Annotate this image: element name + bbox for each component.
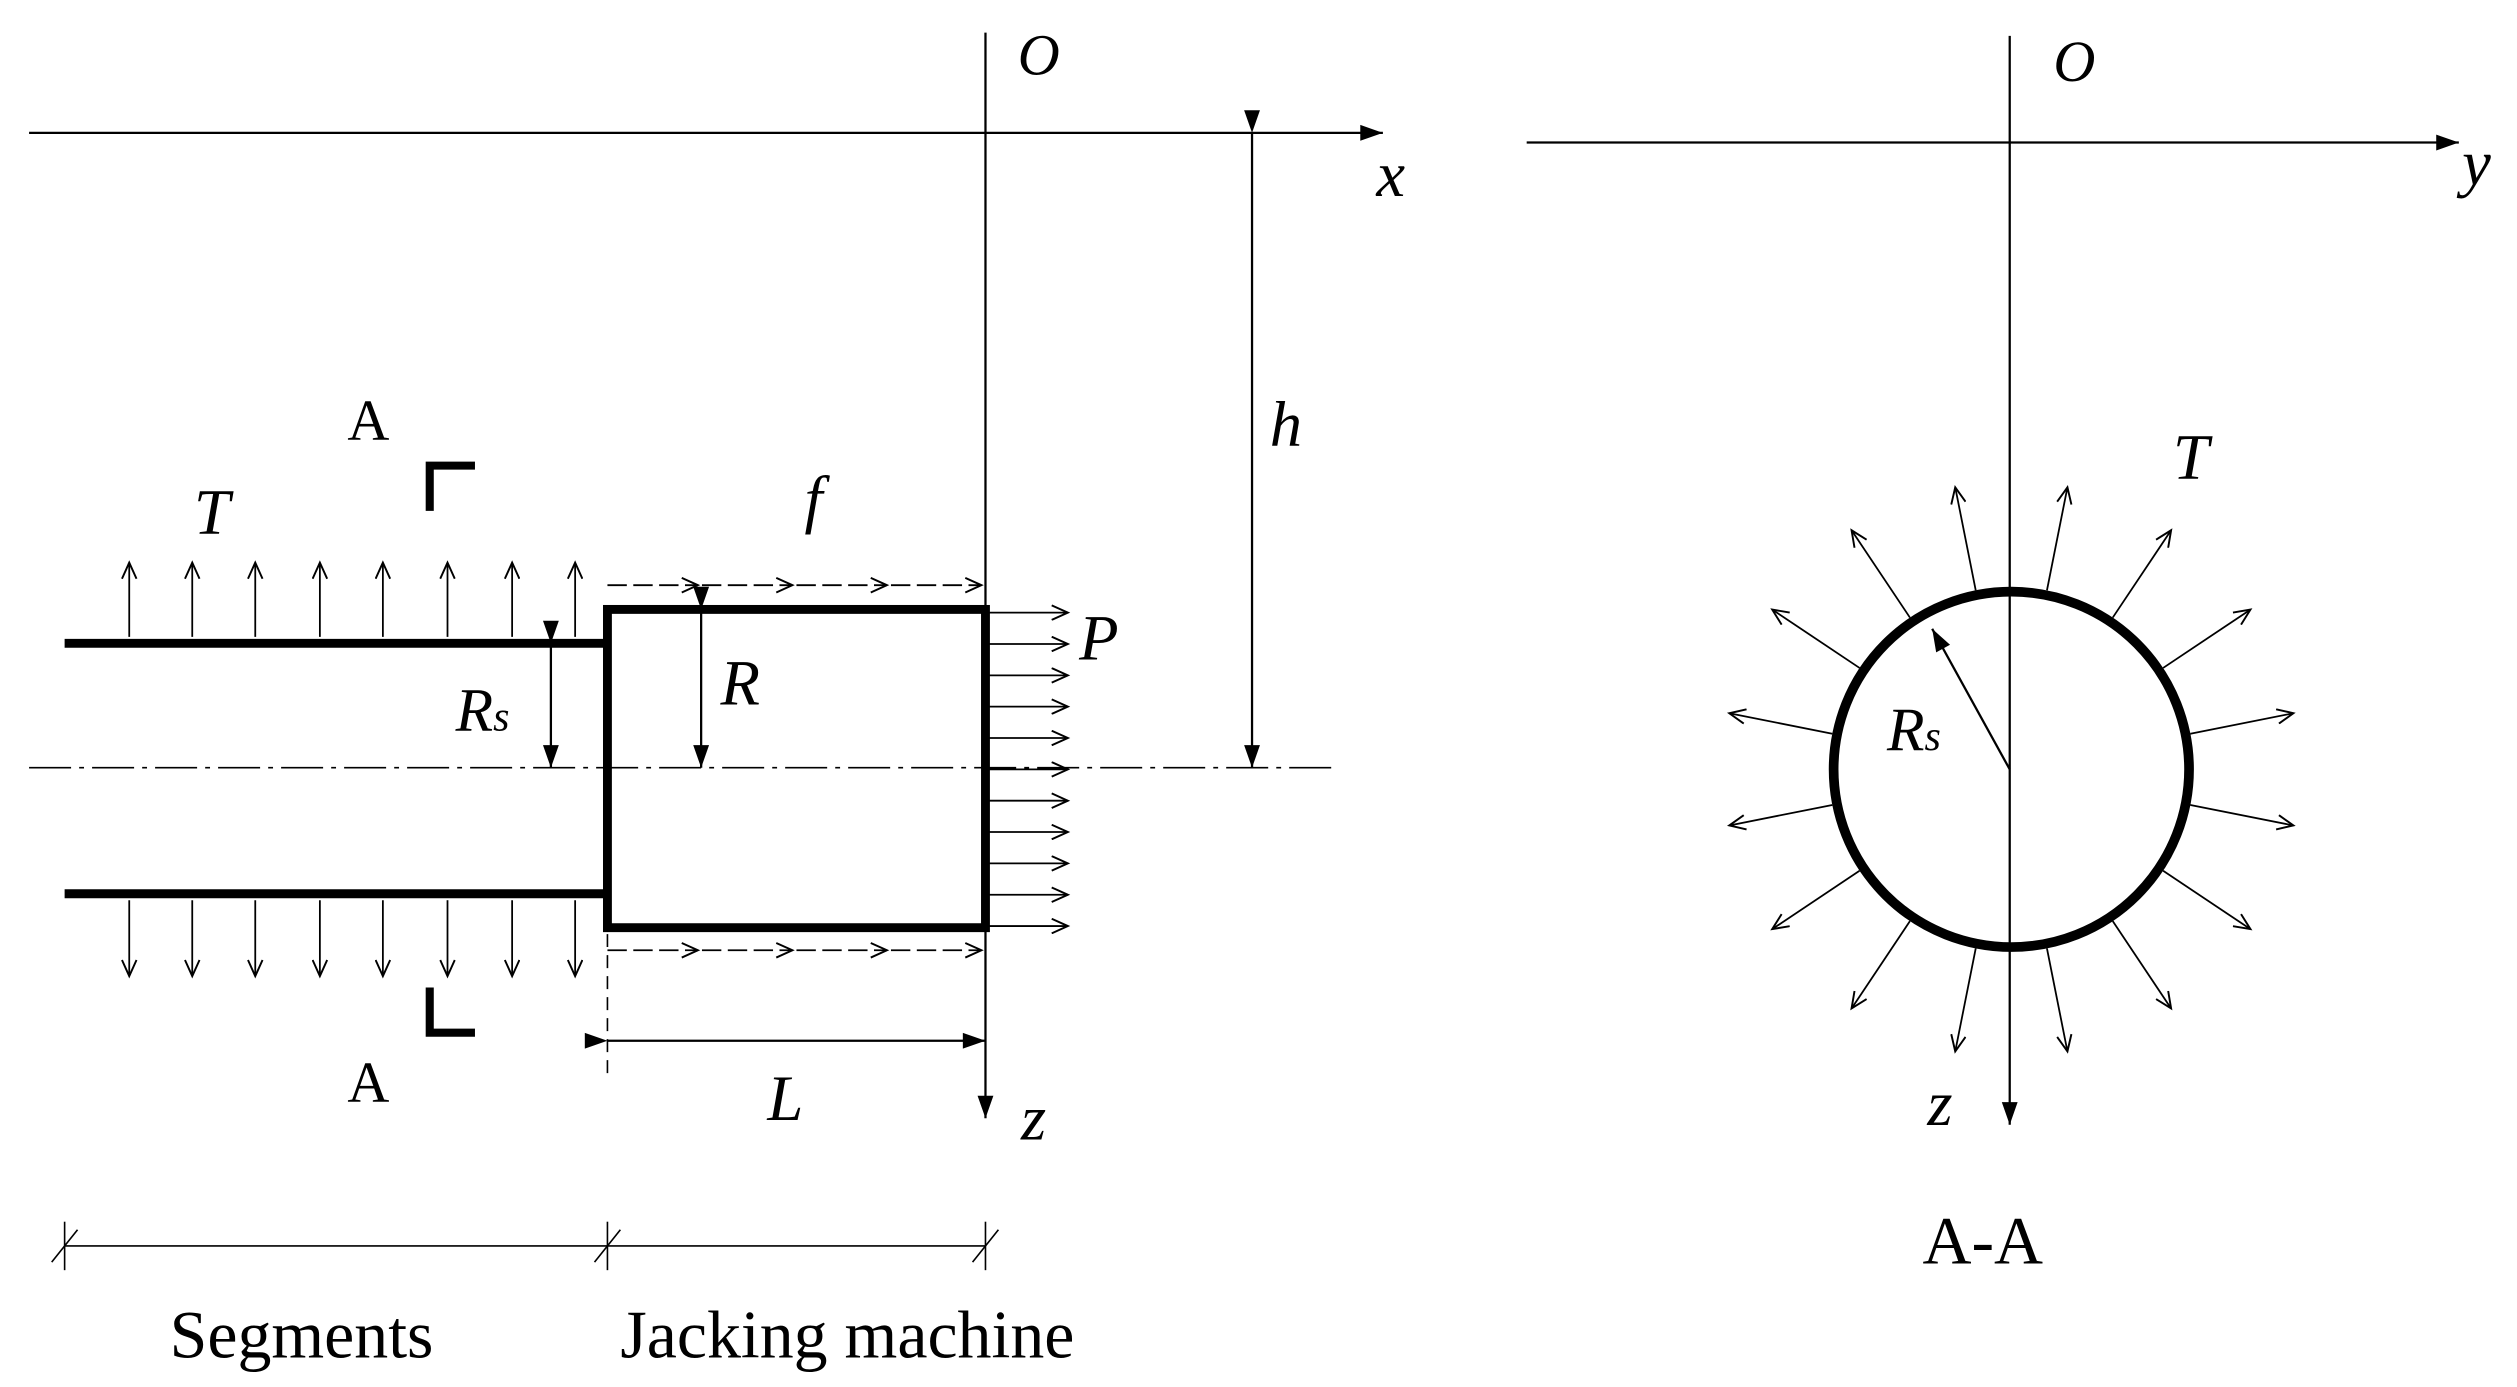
radial-arrow: [1955, 487, 1977, 591]
pipe-cross-section: [1828, 586, 2194, 952]
radial-arrow: [1772, 870, 1861, 929]
z-axis-label: z: [1020, 1081, 1046, 1153]
radial-arrow: [2112, 530, 2171, 619]
section-radius-main: R: [1886, 696, 1925, 764]
radial-t-arrows: [1729, 487, 2293, 1051]
origin-label: O: [1018, 23, 1060, 88]
section-radius-sub: s: [1924, 714, 1940, 760]
radial-arrow: [2190, 804, 2293, 825]
p-load-label: P: [1078, 601, 1118, 673]
radial-arrow: [1852, 530, 1911, 619]
section-view: O y z Rs T A-A: [1526, 29, 2491, 1279]
section-caption: A-A: [1922, 1204, 2043, 1279]
radial-arrow: [1729, 713, 1833, 735]
section-label-bottom: A: [347, 1050, 389, 1115]
side-view: O x z h T f P A A Rs R: [29, 23, 1405, 1372]
section-origin-label: O: [2053, 29, 2095, 94]
radial-arrow: [1955, 948, 1977, 1051]
section-label-top: A: [347, 388, 389, 453]
p-load-arrows: [985, 613, 1067, 926]
f-load-arrows: [607, 585, 981, 950]
t-load-arrows: [129, 563, 575, 977]
f-load-label: f: [805, 463, 831, 535]
machine-length-label: L: [766, 1062, 803, 1134]
segment-radius-main: R: [455, 677, 494, 745]
y-axis-label: y: [2456, 127, 2491, 199]
extent-slash-left: [51, 1229, 79, 1263]
radial-arrow: [2112, 920, 2171, 1008]
segments-label: Segments: [170, 1297, 434, 1372]
section-marker-bottom: [425, 987, 475, 1037]
section-t-label: T: [2173, 421, 2213, 493]
section-z-axis-label: z: [1926, 1067, 1952, 1139]
section-radius-arrow: [1931, 628, 2011, 770]
x-axis-label: x: [1375, 138, 1405, 210]
extent-slash-right: [971, 1229, 1000, 1263]
segment-radius-label: Rs: [455, 677, 510, 745]
radial-arrow: [2162, 610, 2250, 669]
radial-arrow: [2190, 713, 2293, 735]
segment-radius-sub: s: [493, 695, 509, 741]
radial-arrow: [2046, 487, 2067, 591]
radial-arrow: [1852, 920, 1911, 1008]
radial-arrow: [1772, 610, 1861, 669]
jacking-machine-label: Jacking machine: [620, 1297, 1074, 1372]
depth-label: h: [1270, 388, 1302, 460]
radial-arrow: [2046, 948, 2067, 1051]
extent-slash-mid: [593, 1229, 621, 1263]
section-marker-top: [425, 461, 475, 511]
radial-arrow: [2162, 870, 2250, 929]
section-radius-label: Rs: [1886, 696, 1941, 764]
t-load-label: T: [194, 475, 234, 547]
radial-arrow: [1729, 804, 1833, 825]
machine-radius-label: R: [720, 647, 760, 719]
